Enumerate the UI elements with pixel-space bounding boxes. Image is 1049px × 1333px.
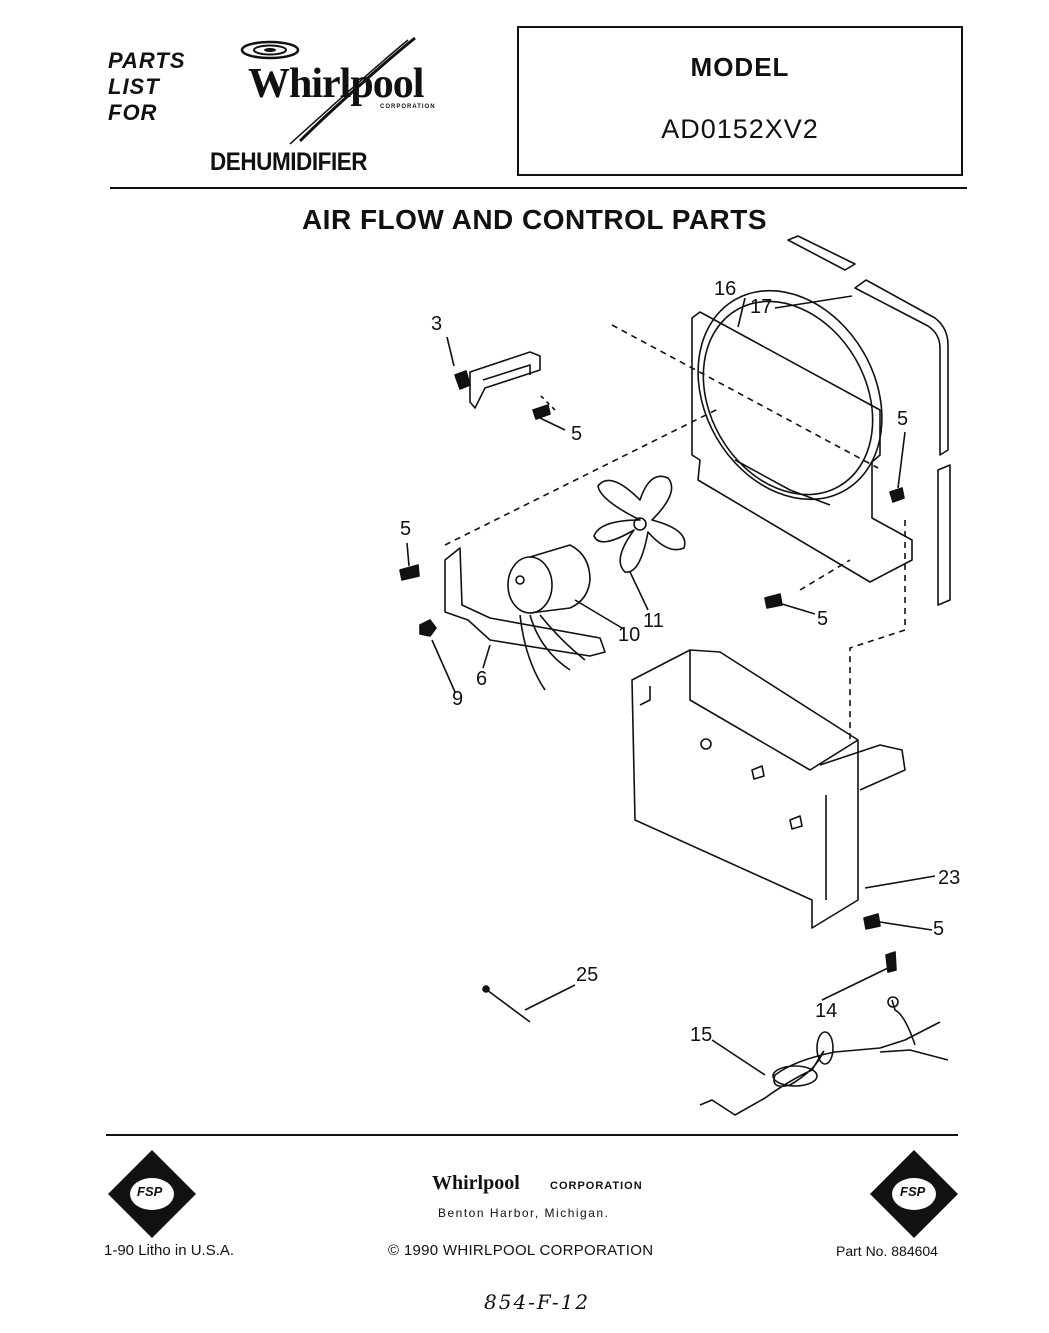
callout-17: 17 — [750, 296, 773, 318]
model-box — [517, 26, 963, 176]
fsp-diamond-icon-right — [870, 1150, 958, 1238]
whirlpool-swirl-logo — [240, 36, 416, 145]
motor-bracket-6 — [444, 547, 606, 657]
callout-5-d: 5 — [817, 608, 829, 630]
footer-part-number: Part No. 884604 — [836, 1243, 938, 1259]
footer-corp-name: Whirlpool — [432, 1172, 520, 1194]
model-label: MODEL — [690, 52, 790, 82]
callout-14: 14 — [815, 1000, 838, 1022]
callout-25: 25 — [576, 964, 599, 986]
brand-wordmark: Whirlpool — [248, 61, 424, 107]
fsp-diamond-icon-left — [108, 1150, 196, 1238]
parts-list-line-1: PARTS — [108, 48, 186, 73]
section-title: AIR FLOW AND CONTROL PARTS — [301, 204, 768, 235]
handwritten-note: 854-F-12 — [484, 1290, 591, 1314]
gasket-strip-top — [787, 235, 856, 271]
header-divider — [110, 187, 967, 189]
bracket-3 — [469, 351, 541, 409]
fan-blade-11 — [593, 475, 686, 573]
fsp-logo-text-left: FSP — [137, 1184, 163, 1199]
callout-5-b: 5 — [897, 408, 909, 430]
parts-list-line-2: LIST — [108, 74, 160, 99]
callout-23: 23 — [938, 867, 961, 889]
callout-16: 16 — [714, 278, 737, 300]
gasket-strip-lower — [937, 464, 951, 606]
product-name: DEHUMIDIFIER — [210, 148, 368, 176]
footer-corp-suffix: CORPORATION — [550, 1180, 643, 1192]
callout-5-a: 5 — [571, 423, 583, 445]
gasket-strip-17 — [854, 279, 949, 456]
callout-5-c: 5 — [400, 518, 412, 540]
parts-list-line-3: FOR — [108, 100, 158, 125]
callout-3: 3 — [431, 313, 443, 335]
callout-6: 6 — [476, 668, 488, 690]
callout-5-e: 5 — [933, 918, 945, 940]
callout-11: 11 — [643, 610, 664, 632]
model-number: AD0152XV2 — [661, 114, 819, 144]
brand-corporation: CORPORATION — [380, 104, 436, 110]
parts-list-label: PARTS LIST FOR — [108, 48, 186, 126]
fsp-logo-text-right: FSP — [900, 1184, 926, 1199]
shroud-23 — [631, 649, 859, 929]
footer-litho: 1-90 Litho in U.S.A. — [104, 1242, 235, 1259]
orifice-panel-16 — [691, 311, 913, 583]
callout-15: 15 — [690, 1024, 713, 1046]
callout-10: 10 — [618, 624, 641, 646]
footer-divider — [106, 1134, 958, 1136]
footer-copyright: © 1990 WHIRLPOOL CORPORATION — [388, 1242, 654, 1259]
callout-9: 9 — [452, 688, 464, 710]
footer-city: Benton Harbor, Michigan. — [438, 1206, 610, 1220]
